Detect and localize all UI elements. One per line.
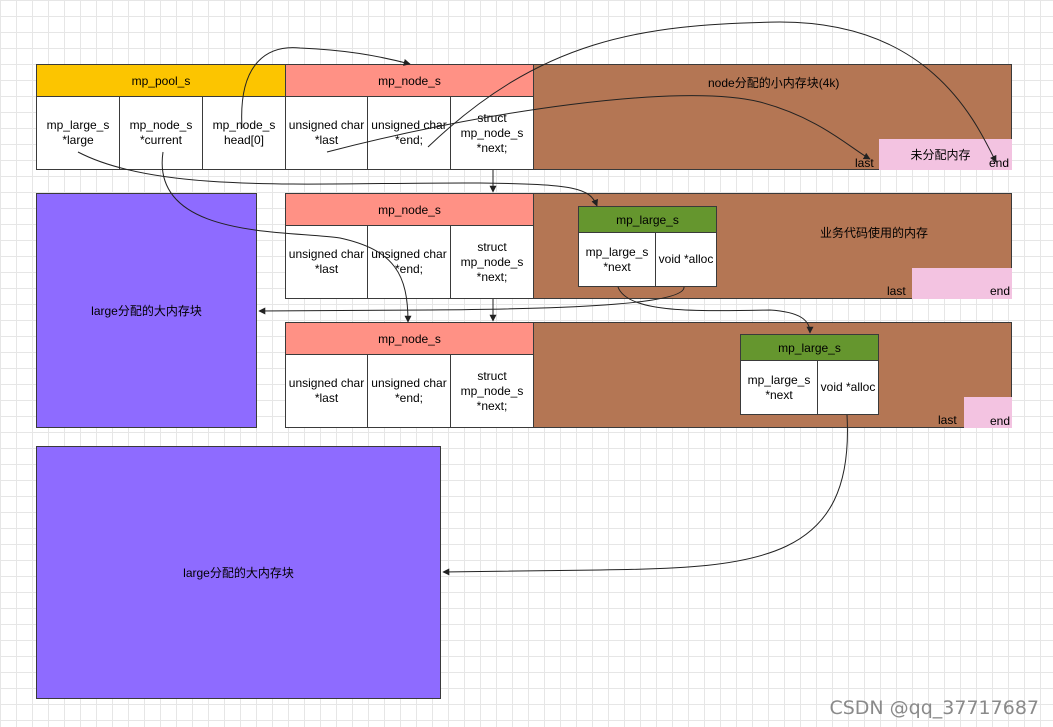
node2-end-marker: end <box>990 284 1011 298</box>
arrow-last-to-marker <box>326 95 871 160</box>
pool-field-current: mp_node_s *current <box>119 96 203 170</box>
pool-field-large: mp_large_s *large <box>36 96 120 170</box>
node3-end-marker: end <box>990 414 1011 428</box>
large-struct-1-title: mp_large_s <box>616 212 679 227</box>
node1-last-marker: last <box>855 156 874 170</box>
node2-last-marker: last <box>887 284 906 298</box>
large-struct-2-alloc: void *alloc <box>817 360 879 415</box>
large-struct-1-next: mp_large_s *next <box>578 232 656 287</box>
arrow-current-to-node3 <box>161 151 412 323</box>
node2-field-end: unsigned char *end; <box>367 225 451 299</box>
arrow-end-to-marker <box>427 21 997 163</box>
node2-field-next: struct mp_node_s *next; <box>450 225 534 299</box>
node1-small-memory-block: node分配的小内存块(4k) 未分配内存 last end <box>533 64 1012 170</box>
node2-title: mp_node_s <box>378 202 441 217</box>
node2-unallocated <box>912 268 1012 299</box>
arrow-head-to-node1 <box>241 47 411 129</box>
watermark: CSDN @qq_37717687 <box>829 697 1039 719</box>
business-memory-label: 业务代码使用的内存 <box>820 226 929 240</box>
node1-field-end: unsigned char *end; <box>367 96 451 170</box>
unallocated-memory: 未分配内存 <box>879 139 1012 170</box>
large-block-2-label: large分配的大内存块 <box>183 566 294 580</box>
pool-field-head: mp_node_s head[0] <box>202 96 286 170</box>
node3-field-last: unsigned char *last <box>285 354 368 428</box>
node2-header: mp_node_s <box>285 193 534 226</box>
large-memory-block-1: large分配的大内存块 <box>36 193 257 428</box>
arrow-alloc1-to-large1 <box>258 286 685 315</box>
pool-title: mp_pool_s <box>131 73 191 88</box>
node3-field-end: unsigned char *end; <box>367 354 451 428</box>
node3-field-next: struct mp_node_s *next; <box>450 354 534 428</box>
node1-field-last: unsigned char *last <box>285 96 368 170</box>
arrow-large-to-struct1 <box>77 151 598 207</box>
large-struct-1-header: mp_large_s <box>578 206 717 233</box>
node3-last-marker: last <box>938 413 957 427</box>
node3-unallocated <box>964 397 1012 428</box>
node1-header: mp_node_s <box>285 64 534 97</box>
node1-field-next: struct mp_node_s *next; <box>450 96 534 170</box>
small-block-title: node分配的小内存块(4k) <box>708 76 840 90</box>
large-memory-block-2: large分配的大内存块 <box>36 446 441 699</box>
large-struct-1-alloc: void *alloc <box>655 232 717 287</box>
pool-header: mp_pool_s <box>36 64 286 97</box>
arrow-alloc2-to-large2 <box>442 414 848 576</box>
arrow-next1-to-struct2 <box>617 286 814 334</box>
large-struct-2-header: mp_large_s <box>740 334 879 361</box>
node2-field-last: unsigned char *last <box>285 225 368 299</box>
unallocated-label: 未分配内存 <box>910 148 971 162</box>
large-block-1-label: large分配的大内存块 <box>91 304 202 318</box>
large-struct-2-title: mp_large_s <box>778 340 841 355</box>
node3-title: mp_node_s <box>378 331 441 346</box>
node1-title: mp_node_s <box>378 73 441 88</box>
